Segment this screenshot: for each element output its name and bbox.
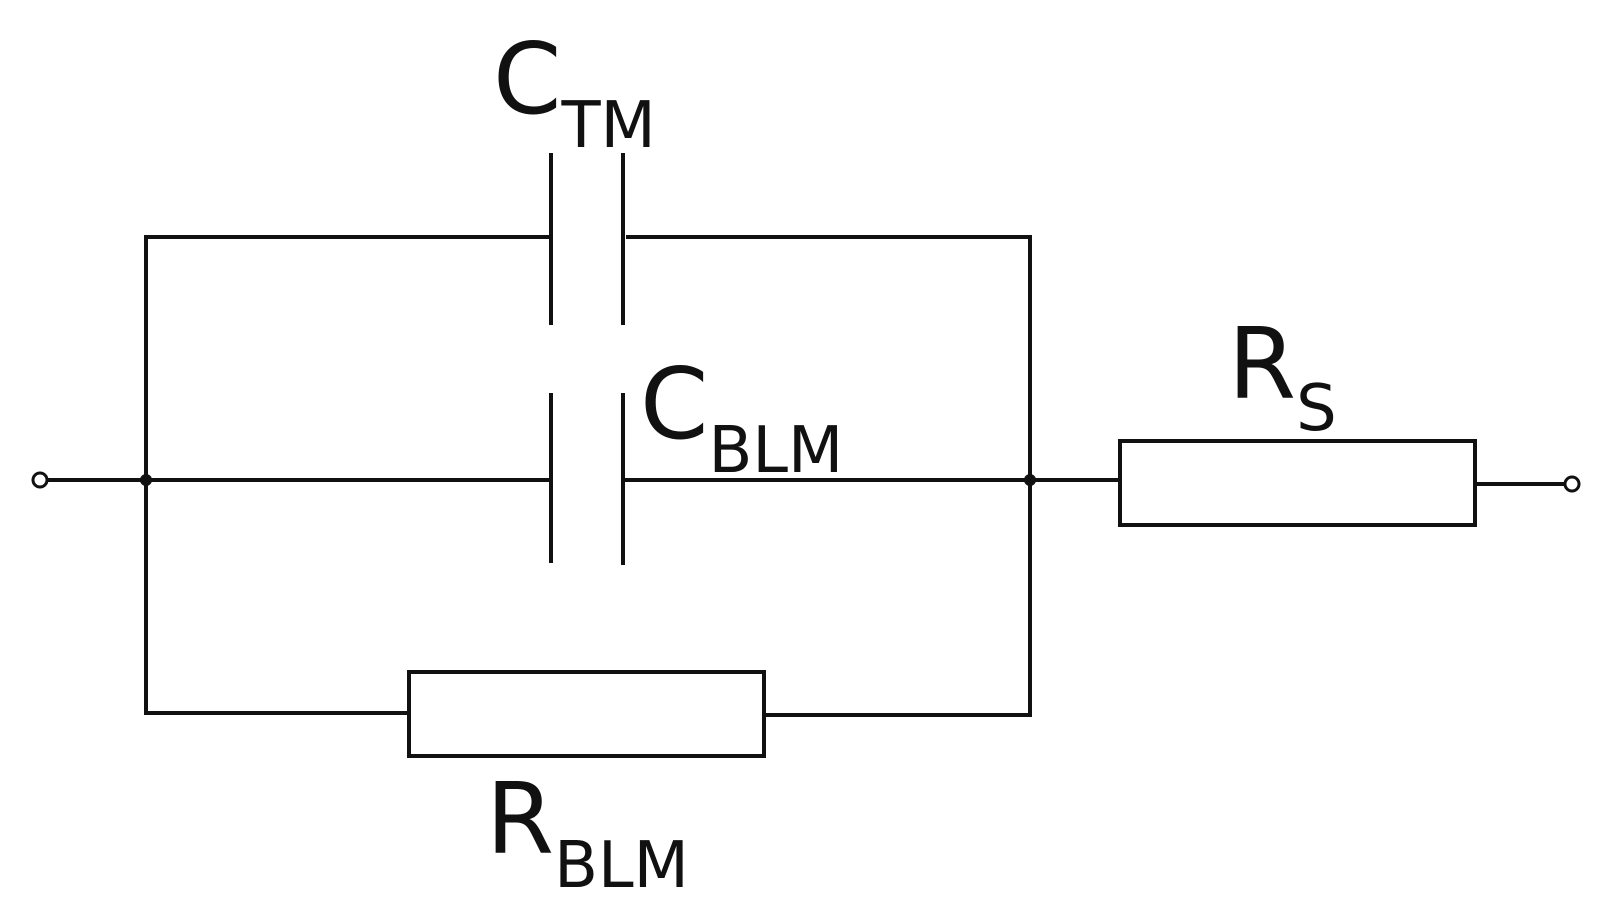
c-blm-subscript: BLM: [708, 414, 843, 488]
right-terminal: [1563, 475, 1581, 493]
right-junction: [1024, 474, 1036, 486]
left-terminal: [31, 471, 49, 489]
r-blm-resistor: [407, 670, 766, 758]
c-tm-subscript: TM: [560, 89, 655, 163]
r-blm-subscript: BLM: [554, 829, 689, 903]
c-blm-symbol: C: [640, 348, 708, 462]
c-tm-symbol: C: [493, 23, 561, 137]
r-s-label: RS: [1228, 308, 1337, 446]
r-s-symbol: R: [1228, 308, 1296, 422]
r-s-subscript: S: [1296, 372, 1337, 446]
left-junction: [140, 474, 152, 486]
r-blm-symbol: R: [486, 763, 554, 877]
rs-resistor: [1118, 439, 1477, 527]
r-blm-label: RBLM: [486, 763, 689, 903]
c-blm-label: CBLM: [640, 348, 843, 488]
c-tm-label: CTM: [493, 23, 656, 163]
